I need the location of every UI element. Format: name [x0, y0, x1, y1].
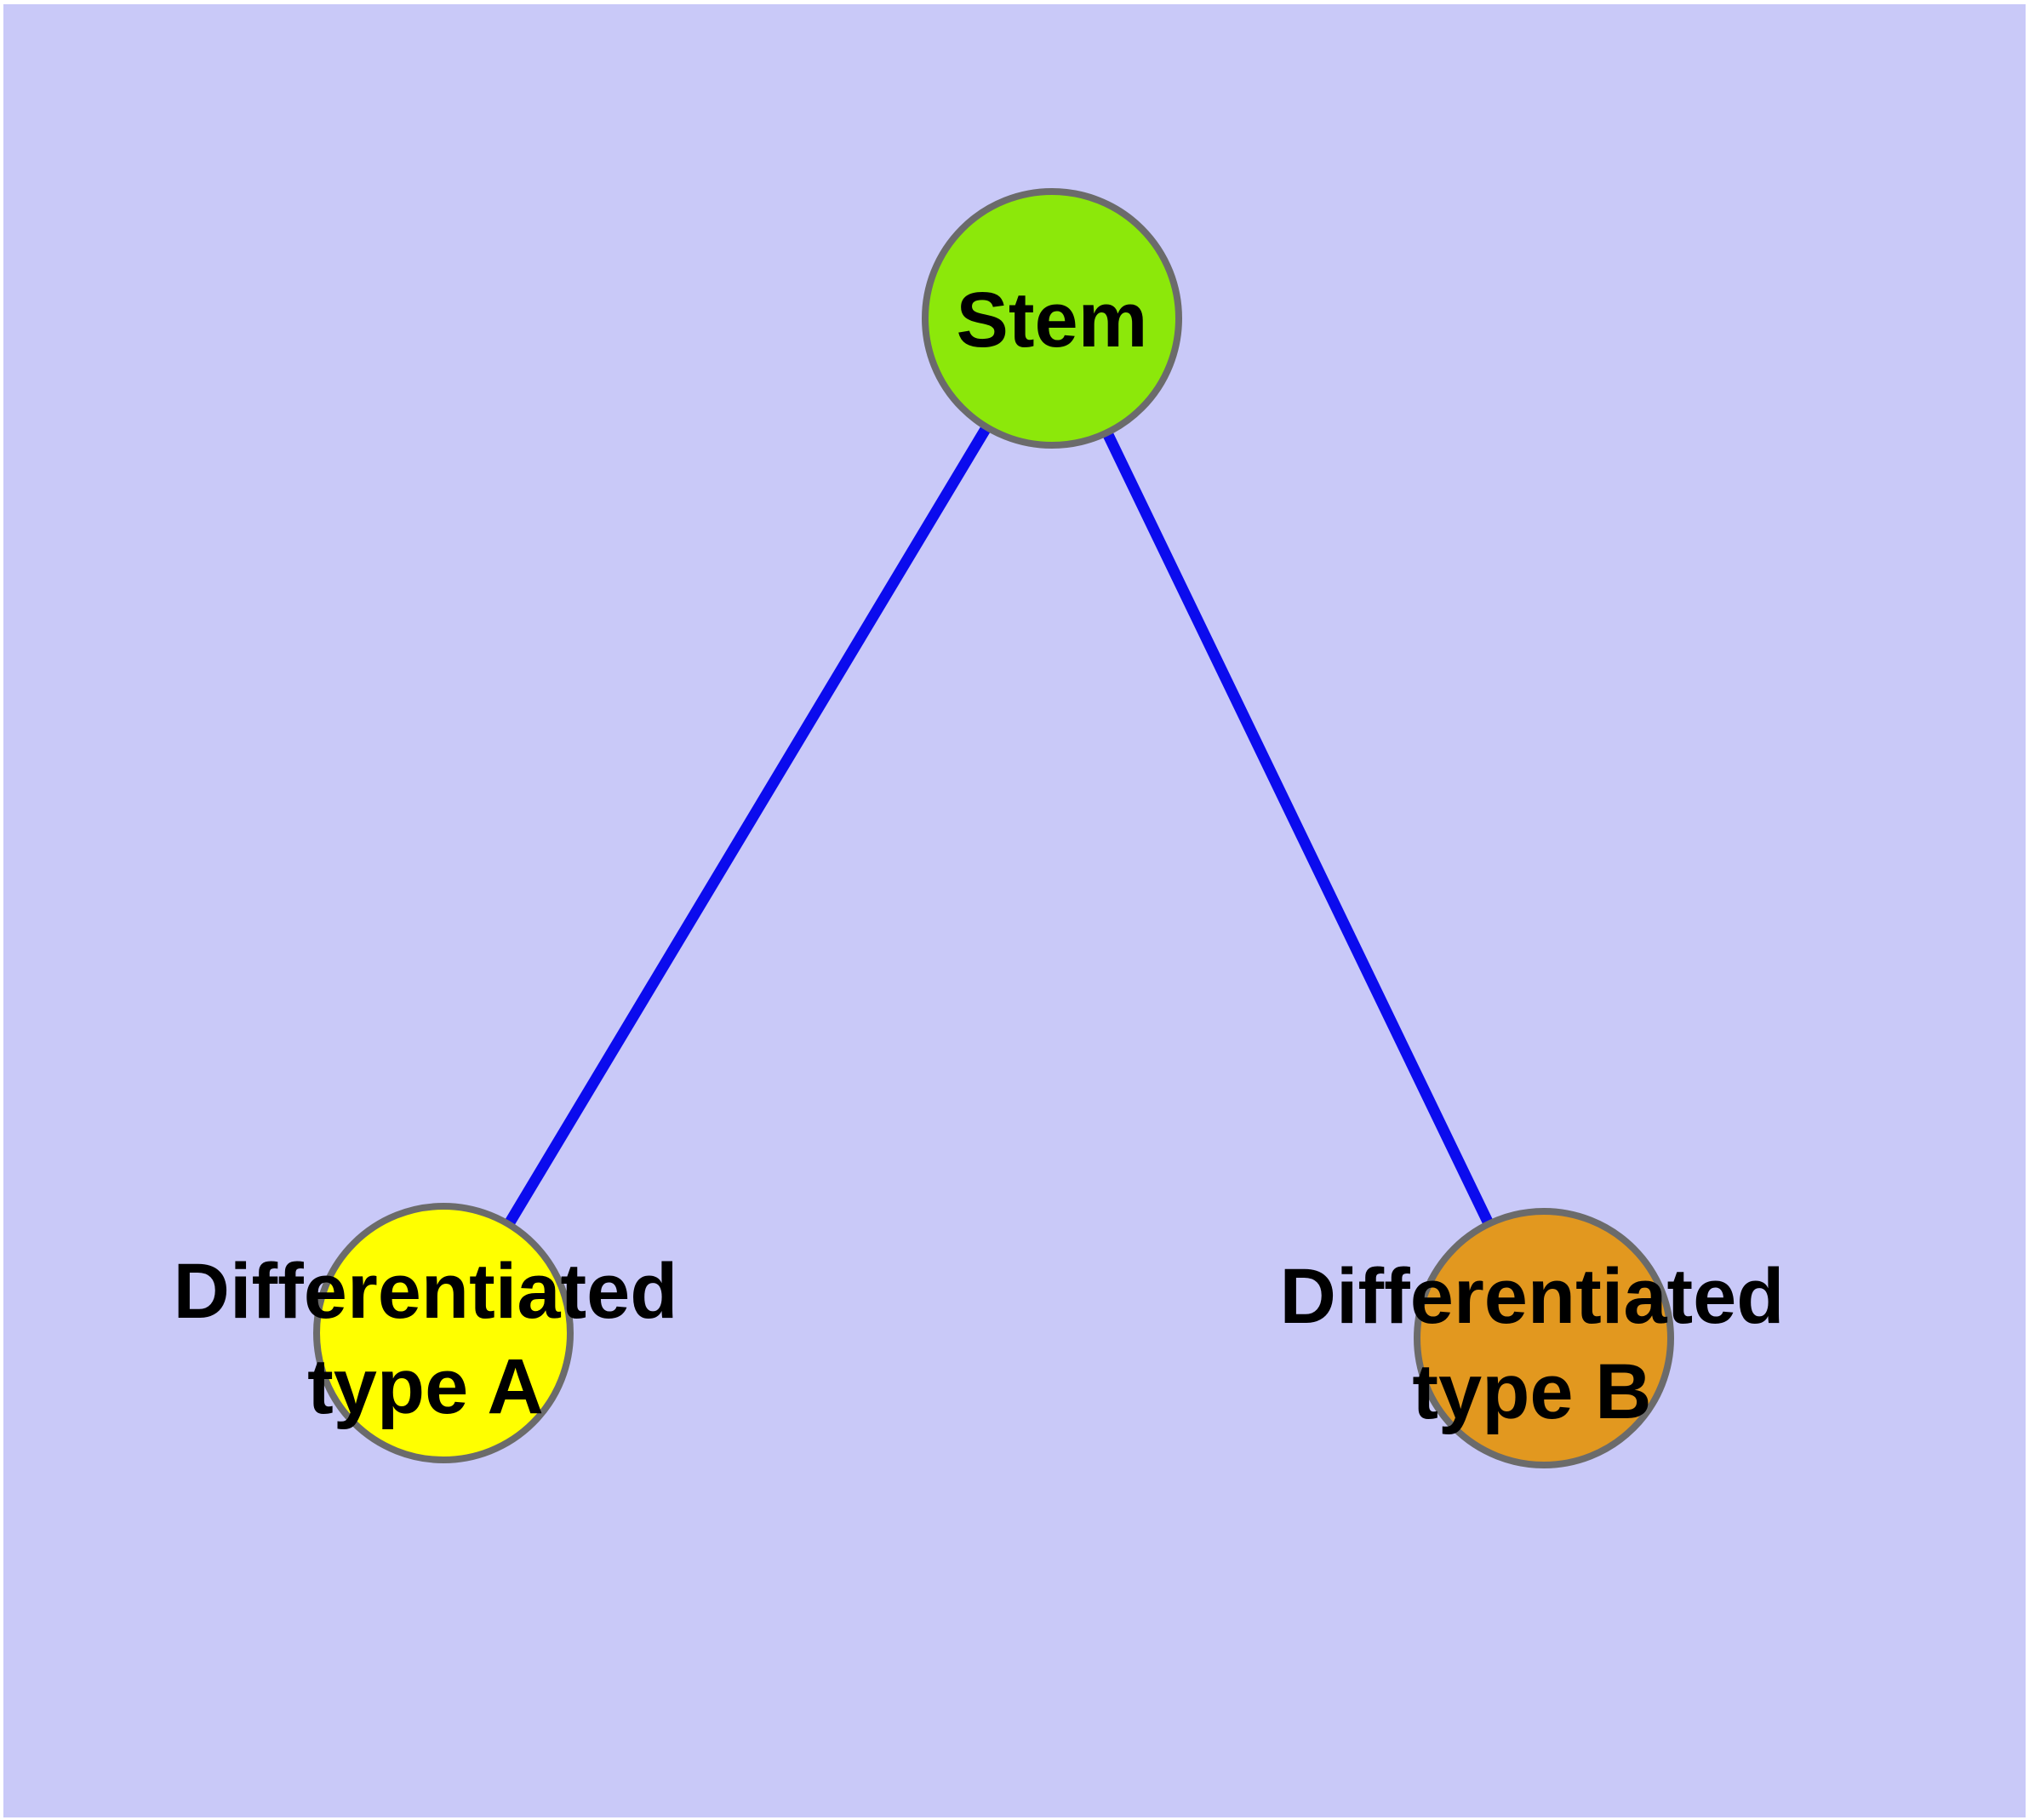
node-differentiated-type-b-circle — [1414, 1208, 1674, 1468]
edge-stem-to-diff-b — [1047, 316, 1549, 1341]
node-differentiated-type-a-label-line1: Differentiated — [174, 1248, 678, 1335]
edge-stem-to-diff-a — [438, 315, 1057, 1336]
node-stem-circle — [922, 188, 1182, 449]
node-differentiated-type-a-label-line2: type A — [307, 1343, 544, 1430]
node-stem-label: Stem — [957, 277, 1148, 363]
node-differentiated-type-b-label-line2: type B — [1412, 1348, 1651, 1435]
node-differentiated-type-b-label-line1: Differentiated — [1280, 1253, 1785, 1340]
node-differentiated-type-a-circle — [313, 1203, 574, 1463]
